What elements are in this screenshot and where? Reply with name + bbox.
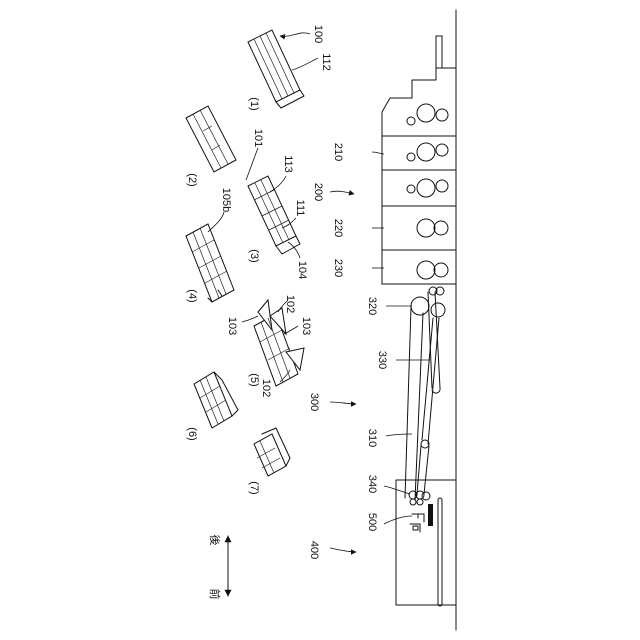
label-direction-back: 後 <box>208 535 222 546</box>
belt-330-tail-b <box>424 446 429 494</box>
label-111: 111 <box>294 200 306 217</box>
label-310: 310 <box>366 429 378 447</box>
print-unit-2 <box>407 143 448 161</box>
rollers-340 <box>409 491 430 505</box>
sheet-3 <box>248 176 300 254</box>
label-220: 220 <box>332 219 344 237</box>
label-330: 330 <box>376 351 388 369</box>
belt-330-tail-a <box>417 446 421 494</box>
label-step-6: (6) <box>186 427 198 440</box>
label-210: 210 <box>332 143 344 161</box>
printer-unit-200 <box>382 98 456 284</box>
label-500: 500 <box>366 513 378 531</box>
roller-320-lower <box>431 303 445 317</box>
label-101: 101 <box>252 129 264 147</box>
belt-310-upper <box>405 307 411 498</box>
label-step-3: (3) <box>248 249 260 262</box>
label-103-left: 103 <box>226 317 238 335</box>
label-102-upper: 102 <box>284 295 296 313</box>
label-104: 104 <box>296 261 308 279</box>
label-320: 320 <box>366 297 378 315</box>
label-step-4: (4) <box>186 289 198 302</box>
coating-unit-220 <box>417 219 448 237</box>
machine-frame <box>400 10 456 630</box>
holder-500 <box>410 514 424 532</box>
label-direction-front: 前 <box>208 589 222 600</box>
sheet-2 <box>186 106 236 172</box>
label-102-lower: 102 <box>260 379 272 397</box>
label-400: 400 <box>308 541 320 559</box>
label-step-1: (1) <box>248 97 260 110</box>
sheet-7 <box>254 428 290 476</box>
labels: 100 112 (1) (2) 101 113 105b 210 200 (3)… <box>186 25 388 600</box>
drying-unit-230 <box>417 261 448 279</box>
label-112: 112 <box>320 53 332 71</box>
label-200: 200 <box>312 183 324 201</box>
label-113: 113 <box>282 155 294 173</box>
label-340: 340 <box>366 475 378 493</box>
label-step-5: (5) <box>248 373 260 386</box>
print-unit-1 <box>407 104 448 125</box>
label-step-7: (7) <box>248 481 260 494</box>
chimney <box>436 36 442 68</box>
roller-320-main <box>411 297 429 315</box>
print-unit-3 <box>407 179 448 197</box>
label-100: 100 <box>312 25 324 43</box>
stacker-housing <box>396 480 456 605</box>
conveyor-300 <box>405 287 445 500</box>
sheet-6 <box>194 372 238 428</box>
stacker-400 <box>396 480 456 606</box>
top-step <box>400 68 456 98</box>
label-105b: 105b <box>220 188 232 212</box>
stacking-tray <box>428 498 442 606</box>
leaders <box>208 33 430 552</box>
label-103-right: 103 <box>300 317 312 335</box>
label-step-2: (2) <box>186 173 198 186</box>
label-230: 230 <box>332 259 344 277</box>
label-300: 300 <box>308 393 320 411</box>
